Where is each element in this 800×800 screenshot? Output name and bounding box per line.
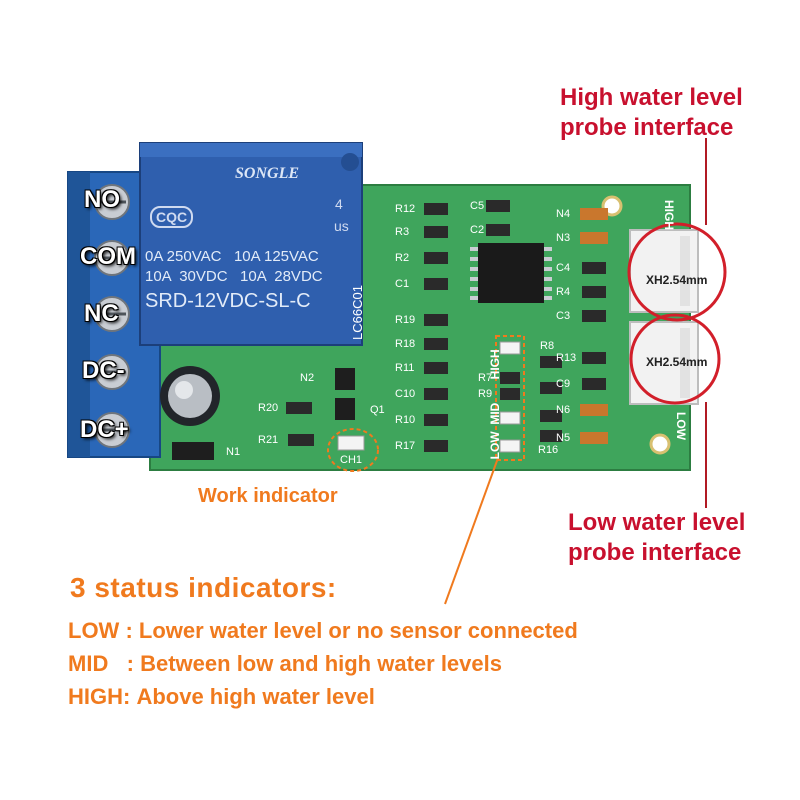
silk-label: C4 (556, 262, 571, 274)
silk-label: C9 (556, 378, 571, 390)
status-key: MID (68, 651, 109, 676)
xh-label-low: XH2.54mm (646, 355, 708, 369)
relay-rating-2: 10A 30VDC 10A 28VDC (145, 268, 323, 285)
work-led (337, 435, 365, 451)
silk-label: R10 (395, 414, 416, 426)
silk-right-low: LOW (674, 412, 688, 440)
high-probe-line2: probe interface (560, 114, 734, 141)
silk-c2: C2 (470, 224, 485, 236)
work-indicator-highlight (327, 428, 379, 472)
silk-label: N4 (556, 208, 571, 220)
silk-label: R8 (540, 340, 555, 352)
low-probe-line1: Low water level (568, 509, 746, 536)
status-sep: : (119, 618, 139, 643)
silk-label: R2 (395, 252, 410, 264)
work-indicator-label: Work indicator (198, 485, 338, 507)
smd-components-left-column (424, 203, 448, 452)
status-row-low: LOW : Lower water level or no sensor con… (68, 618, 578, 644)
capacitor (160, 366, 220, 426)
silk-label: R13 (556, 352, 577, 364)
silk-mid: MID (488, 402, 502, 425)
silk-label: R12 (395, 203, 416, 215)
silk-n2: N2 (300, 372, 315, 384)
silk-r20: R20 (258, 402, 279, 414)
transistor-n2 (335, 368, 355, 390)
high-connector-highlight (627, 222, 727, 322)
low-connector-highlight (629, 313, 721, 405)
silk-high: HIGH (488, 349, 502, 380)
status-title: 3 status indicators: (70, 572, 337, 603)
silk-label: R9 (478, 388, 493, 400)
smd-c2 (486, 224, 510, 236)
relay-rating-1: 0A 250VAC 10A 125VAC (145, 248, 319, 265)
silk-label: R11 (395, 362, 415, 374)
smd-components-right-column (580, 208, 608, 444)
status-callout-line (444, 457, 499, 605)
relay (139, 142, 363, 346)
xh-label-high: XH2.54mm (646, 273, 708, 287)
relay-us-mark: us (334, 218, 349, 234)
silk-label: N3 (556, 232, 571, 244)
status-leds (499, 341, 521, 453)
diode-n1 (172, 442, 214, 460)
low-probe-title: Low water level probe interface (568, 508, 745, 568)
relay-cqc-mark: CQC (150, 206, 194, 228)
terminal-com-label: COM (80, 243, 136, 270)
silk-label: N5 (556, 432, 571, 444)
relay-brand: SONGLE (235, 165, 300, 182)
mounting-hole (649, 433, 671, 455)
silk-label: N6 (556, 404, 571, 416)
terminal-nc-label: NC (84, 300, 119, 327)
terminal-dcplus-label: DC+ (80, 416, 129, 443)
status-leds-highlight (495, 335, 525, 461)
silk-n1: N1 (226, 446, 241, 458)
silk-low-mid-high: LOW MID HIGH (474, 349, 502, 466)
terminal-no-label: NO (84, 186, 120, 213)
status-desc: Between low and high water levels (140, 651, 502, 676)
status-desc: Above high water level (136, 684, 375, 709)
silk-low: LOW (488, 431, 502, 460)
silk-label: R18 (395, 338, 416, 350)
ic-chip (470, 243, 552, 303)
silk-label: R19 (395, 314, 416, 326)
relay-model: SRD-12VDC-SL-C (145, 290, 311, 312)
silk-label: R17 (395, 440, 416, 452)
high-probe-title: High water level probe interface (560, 83, 743, 143)
silk-label: C3 (556, 310, 571, 322)
silk-right-high: HIGH (662, 200, 676, 230)
xh-connector-high (629, 229, 699, 313)
status-row-high: HIGH: Above high water level (68, 684, 375, 710)
silk-q1: Q1 (370, 404, 385, 416)
status-row-mid: MID : Between low and high water levels (68, 651, 502, 677)
status-sep: : (108, 651, 141, 676)
silk-label: R16 (538, 444, 559, 456)
silk-label: R3 (395, 226, 410, 238)
silk-label: C10 (395, 388, 416, 400)
smd-components-mid-column (540, 356, 562, 442)
smd-c5 (486, 200, 510, 212)
high-probe-line1: High water level (560, 84, 743, 111)
transistor-q1 (335, 398, 355, 420)
status-desc: Lower water level or no sensor connected (138, 618, 578, 643)
board-model: LC66C01 (350, 285, 365, 340)
silk-label: R4 (556, 286, 571, 298)
silk-c5: C5 (470, 200, 485, 212)
silk-r21: R21 (258, 434, 279, 446)
smd-resistors-left (286, 402, 314, 446)
low-probe-line2: probe interface (568, 539, 742, 566)
silk-label: C1 (395, 278, 410, 290)
status-key: HIGH (68, 684, 123, 709)
status-sep: : (123, 684, 137, 709)
silk-label: R7 (478, 372, 493, 384)
silk-ch1: CH1 (340, 454, 363, 466)
terminal-dcminus-label: DC- (82, 357, 125, 384)
status-key: LOW (68, 618, 120, 643)
relay-cert-num: 4 (335, 196, 343, 212)
